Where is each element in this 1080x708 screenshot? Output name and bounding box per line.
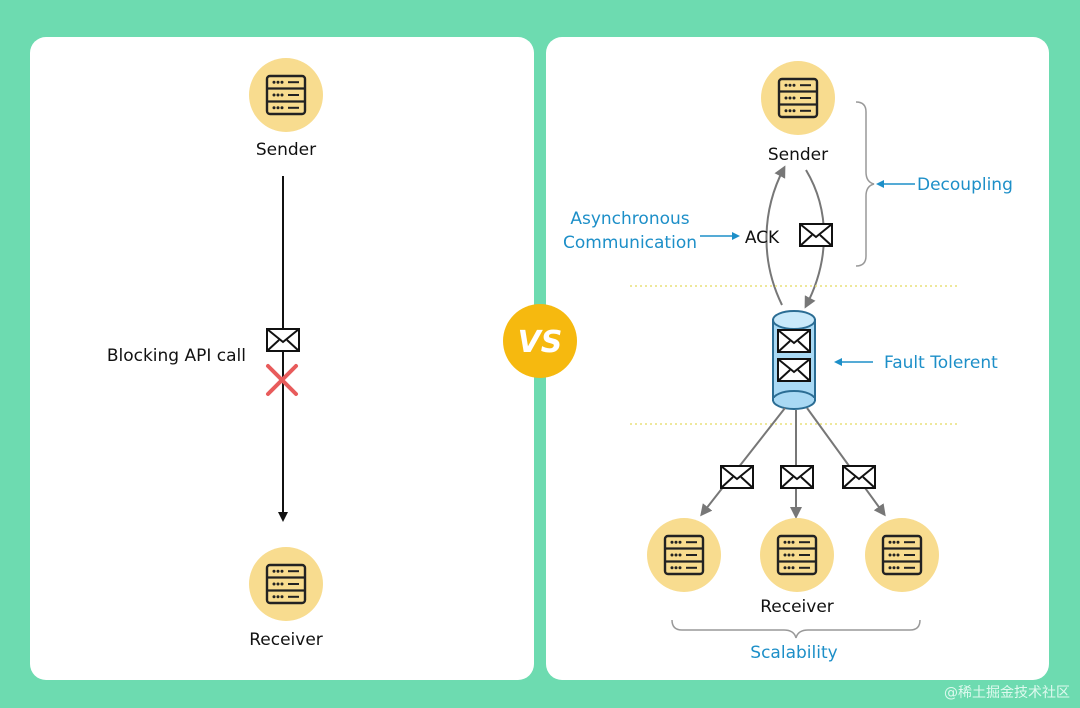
envelope-icon — [720, 465, 754, 489]
fanout-arrow-right — [806, 407, 886, 517]
envelope-icon — [777, 329, 811, 353]
envelope-icon — [842, 465, 876, 489]
envelope-icon — [266, 328, 300, 352]
watermark: @稀土掘金技术社区 — [944, 685, 1070, 701]
left-sender-node — [249, 58, 323, 132]
envelope-icon — [799, 223, 833, 247]
envelope-icon — [777, 358, 811, 382]
decoupling-brace — [855, 101, 875, 267]
receiver-node-2 — [760, 518, 834, 592]
async-label-line2: Communication — [563, 233, 697, 253]
decoupling-label: Decoupling — [917, 175, 1013, 195]
error-x-icon — [266, 364, 298, 396]
message-queue-icon — [772, 310, 816, 410]
fault-tolerent-label: Fault Tolerent — [884, 353, 998, 373]
right-receiver-label: Receiver — [760, 597, 834, 617]
async-label-line1: Asynchronous — [570, 209, 689, 229]
ack-arrow — [765, 165, 786, 306]
blocking-api-call-label: Blocking API call — [107, 346, 246, 366]
right-sender-label: Sender — [768, 145, 828, 165]
left-receiver-node — [249, 547, 323, 621]
left-receiver-label: Receiver — [249, 630, 323, 650]
fanout-arrow-left — [700, 407, 786, 517]
left-sender-label: Sender — [256, 140, 316, 160]
receiver-node-3 — [865, 518, 939, 592]
envelope-icon — [780, 465, 814, 489]
receiver-node-1 — [647, 518, 721, 592]
vs-badge: VS — [503, 304, 577, 378]
scalability-brace — [671, 619, 921, 639]
vs-label: VS — [518, 325, 563, 360]
ack-label: ACK — [745, 228, 780, 248]
right-sender-node — [761, 61, 835, 135]
scalability-label: Scalability — [750, 643, 837, 663]
